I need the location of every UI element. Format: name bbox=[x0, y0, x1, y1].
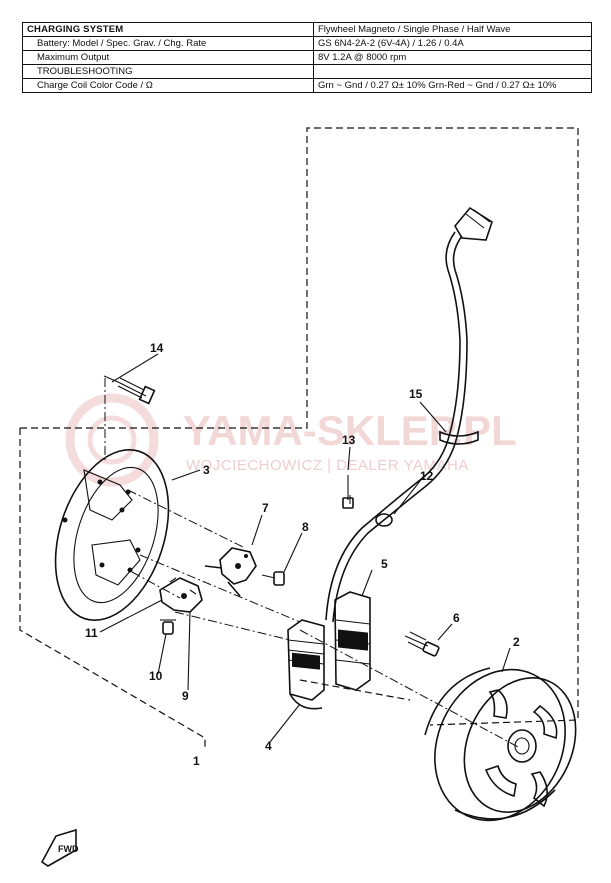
condenser bbox=[159, 577, 203, 613]
alignment-lines bbox=[104, 378, 521, 749]
callout-5: 5 bbox=[381, 557, 388, 571]
callout-13: 13 bbox=[342, 433, 356, 447]
grommet bbox=[439, 430, 479, 445]
watermark-dealer: WOJCIECHOWICZ | DEALER YAMAHA bbox=[186, 457, 469, 474]
spec-value: Grn ~ Gnd / 0.27 Ω± 10% Grn-Red ~ Gnd / … bbox=[313, 78, 592, 93]
callout-9: 9 bbox=[182, 689, 189, 703]
spec-row-troubleshooting: TROUBLESHOOTING bbox=[22, 64, 592, 79]
source-coil bbox=[334, 591, 371, 691]
callout-8: 8 bbox=[302, 520, 309, 534]
callout-15: 15 bbox=[409, 387, 423, 401]
connector bbox=[454, 206, 493, 241]
callout-numbers: 1 2 3 4 5 6 7 8 9 10 11 12 13 14 15 bbox=[85, 341, 520, 768]
callout-7: 7 bbox=[262, 501, 269, 515]
callout-6: 6 bbox=[453, 611, 460, 625]
callout-leaders bbox=[99, 353, 511, 743]
callout-4: 4 bbox=[265, 739, 272, 753]
spec-row-charge-coil: Charge Coil Color Code / Ω Grn ~ Gnd / 0… bbox=[22, 78, 592, 93]
spec-row-charging-system: CHARGING SYSTEM Flywheel Magneto / Singl… bbox=[22, 22, 592, 37]
screw-8 bbox=[261, 571, 285, 586]
screw-14 bbox=[103, 375, 156, 405]
callout-14: 14 bbox=[150, 341, 164, 355]
flywheel bbox=[424, 667, 577, 822]
callout-2: 2 bbox=[513, 635, 520, 649]
screw-13 bbox=[342, 475, 354, 509]
watermark-logo bbox=[65, 393, 159, 487]
contact-breaker bbox=[204, 547, 257, 597]
callout-3: 3 bbox=[203, 463, 210, 477]
callout-12: 12 bbox=[420, 469, 434, 483]
fwd-arrow-icon: FWD bbox=[40, 828, 79, 867]
screw-10 bbox=[160, 619, 176, 635]
spec-row-battery: Battery: Model / Spec. Grav. / Chg. Rate… bbox=[22, 36, 592, 51]
watermark: YAMA-SKLEP.PL WOJCIECHOWICZ | DEALER YAM… bbox=[65, 393, 517, 487]
callout-10: 10 bbox=[149, 669, 163, 683]
lighting-coil bbox=[287, 619, 325, 710]
fwd-label: FWD bbox=[58, 844, 79, 854]
callout-11: 11 bbox=[85, 626, 98, 640]
spec-table: CHARGING SYSTEM Flywheel Magneto / Singl… bbox=[22, 22, 592, 93]
callout-1: 1 bbox=[193, 754, 200, 768]
wire-harness bbox=[325, 206, 493, 623]
screw-6 bbox=[404, 631, 440, 657]
wire-clamp bbox=[375, 513, 393, 527]
stator-plate bbox=[54, 448, 170, 622]
